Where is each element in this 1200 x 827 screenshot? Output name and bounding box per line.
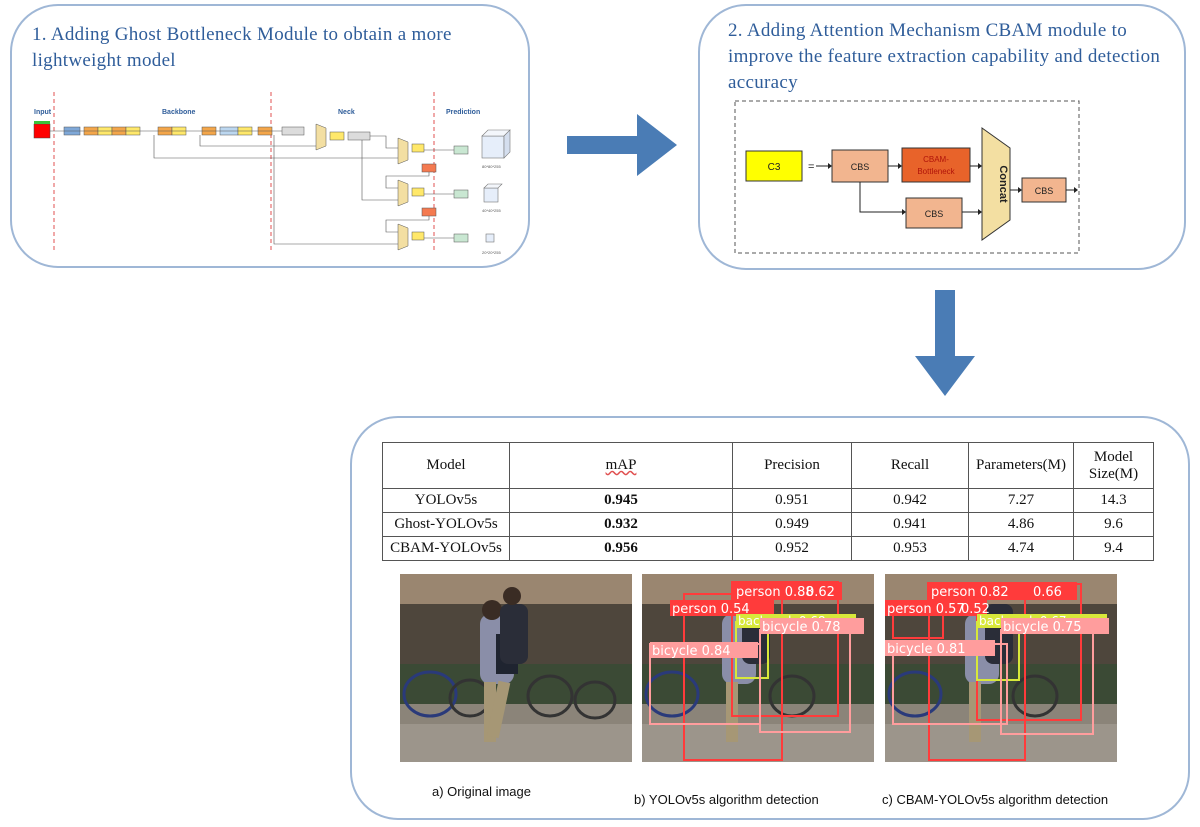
header-cell: Model <box>382 441 510 490</box>
table-cell: 9.6 <box>1073 512 1154 538</box>
cbam-c3-diagram: C3 = CBS CBAM- Bottleneck CBS Concat CBS <box>734 100 1080 254</box>
table-cell: 7.27 <box>968 488 1074 514</box>
output-size-1: 80*80*255 <box>482 164 501 169</box>
table-cell: 0.945 <box>509 488 733 514</box>
input-image-block <box>33 123 51 139</box>
cbs-label-2: CBS <box>925 209 944 219</box>
caption-yolov5s: b) YOLOv5s algorithm detection <box>634 792 819 807</box>
output-size-2: 40*40*255 <box>482 208 501 213</box>
detection-label: bicycle 0.81 <box>887 642 966 657</box>
section-backbone-label: Backbone <box>162 109 196 116</box>
arrow-right-icon <box>567 114 677 176</box>
table-cell: 0.952 <box>732 536 852 561</box>
detection-label: person 0.88 <box>736 585 814 600</box>
equals-sign: = <box>808 161 814 173</box>
table-cell: 0.956 <box>509 536 733 561</box>
yolov5s-detection-thumbnail: person 0.88 0.62 person 0.54 backpack 0.… <box>642 574 874 762</box>
detection-label: person 0.57 <box>887 602 965 617</box>
original-image-thumbnail <box>400 574 632 762</box>
table-cell: 0.932 <box>509 512 733 538</box>
table-cell: 4.86 <box>968 512 1074 538</box>
header-cell: Precision <box>732 441 852 490</box>
detection-label: 0.62 <box>806 585 835 600</box>
table-cell: 0.941 <box>851 512 969 538</box>
table-cell: YOLOv5s <box>382 488 510 514</box>
table-cell: 0.949 <box>732 512 852 538</box>
table-cell: 0.951 <box>732 488 852 514</box>
cbam-label-line2: Bottleneck <box>917 167 955 176</box>
detection-label: bicycle 0.78 <box>762 620 841 635</box>
table-header-row: Model mAP Precision Recall Parameters(M)… <box>382 441 1154 490</box>
header-cell: Recall <box>851 441 969 490</box>
concat-label: Concat <box>997 165 1009 203</box>
detection-label: person 0.54 <box>672 602 750 617</box>
detection-label: person 0.82 <box>931 585 1009 600</box>
caption-cbam-yolov5s: c) CBAM-YOLOv5s algorithm detection <box>882 792 1109 807</box>
detection-label: 0.66 <box>1033 585 1062 600</box>
header-cell: mAP <box>509 441 733 490</box>
panel2-title: 2. Adding Attention Mechanism CBAM modul… <box>728 20 1161 93</box>
yolov5-architecture-diagram: Input Backbone Neck Prediction <box>33 92 511 255</box>
section-neck-label: Neck <box>338 109 355 116</box>
caption-original: a) Original image <box>432 784 531 799</box>
detection-label: bicycle 0.84 <box>652 644 731 659</box>
table-cell: 0.953 <box>851 536 969 561</box>
header-cell: Parameters(M) <box>968 441 1074 490</box>
panel1-title: 1. Adding Ghost Bottleneck Module to obt… <box>32 24 452 71</box>
cbs-label-1: CBS <box>851 162 870 172</box>
section-prediction-label: Prediction <box>446 109 480 116</box>
header-cell: Model Size(M) <box>1073 441 1154 490</box>
results-table: Model mAP Precision Recall Parameters(M)… <box>382 441 1154 561</box>
table-cell: 14.3 <box>1073 488 1154 514</box>
cbam-yolov5s-detection-thumbnail: person 0.82 0.66 person 0.57 0.52 backpa… <box>885 574 1117 762</box>
arrow-down-icon <box>915 290 975 396</box>
output-size-3: 20*20*255 <box>482 250 501 255</box>
c3-label: C3 <box>768 162 781 173</box>
ghost-module-panel: 1. Adding Ghost Bottleneck Module to obt… <box>10 4 530 268</box>
detection-label: 0.52 <box>961 602 990 617</box>
table-row: CBAM-YOLOv5s 0.956 0.952 0.953 4.74 9.4 <box>382 536 1154 561</box>
table-cell: CBAM-YOLOv5s <box>382 536 510 561</box>
cbam-module-panel: 2. Adding Attention Mechanism CBAM modul… <box>698 4 1186 270</box>
concat-block <box>981 127 1011 241</box>
table-cell: Ghost-YOLOv5s <box>382 512 510 538</box>
table-row: Ghost-YOLOv5s 0.932 0.949 0.941 4.86 9.6 <box>382 512 1154 538</box>
table-cell: 9.4 <box>1073 536 1154 561</box>
detection-label: bicycle 0.75 <box>1003 620 1082 635</box>
cbam-label-line1: CBAM- <box>923 155 949 164</box>
table-row: YOLOv5s 0.945 0.951 0.942 7.27 14.3 <box>382 488 1154 514</box>
cbs-label-3: CBS <box>1035 186 1054 196</box>
table-cell: 0.942 <box>851 488 969 514</box>
table-cell: 4.74 <box>968 536 1074 561</box>
section-input-label: Input <box>34 109 52 116</box>
